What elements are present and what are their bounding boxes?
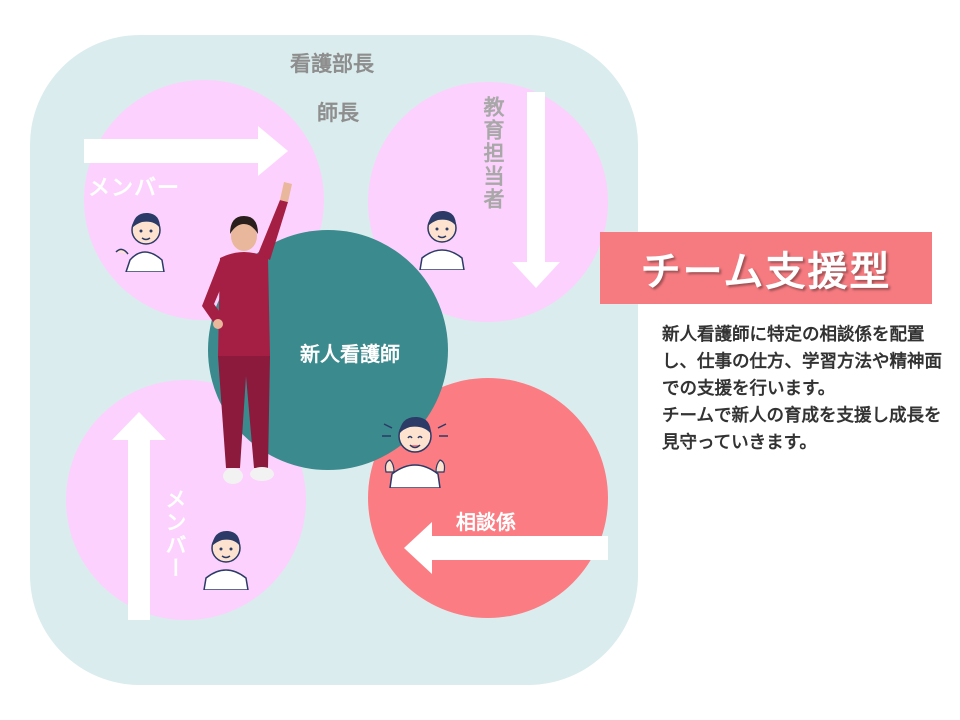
consultant-label: 相談係 bbox=[456, 510, 516, 534]
nurse-avatar-icon bbox=[115, 212, 165, 272]
nurse-avatar-icon bbox=[382, 416, 448, 488]
head-nurse-label: 看護部長 bbox=[290, 52, 374, 76]
member-label-top-left: メンバー bbox=[88, 176, 181, 201]
title-banner: チーム支援型 bbox=[600, 232, 932, 304]
description-paragraph-1: 新人看護師に特定の相談係を配置し、仕事の仕方、学習方法や精神面での支援を行います… bbox=[662, 325, 942, 399]
nurse-avatar-icon bbox=[419, 210, 465, 270]
title: チーム支援型 bbox=[640, 249, 892, 295]
description-paragraph-2: チームで新人の育成を支援し成長を見守っていきます。 bbox=[662, 406, 942, 453]
member-label-bottom-left: メンバー bbox=[163, 488, 187, 580]
nurse-avatar-icon bbox=[203, 530, 249, 590]
description: 新人看護師に特定の相談係を配置し、仕事の仕方、学習方法や精神面での支援を行います… bbox=[662, 322, 948, 457]
standing-nurse-figure bbox=[202, 182, 292, 484]
chief-nurse-label: 師長 bbox=[317, 101, 359, 125]
educator-label: 教育担当者 bbox=[481, 96, 505, 211]
new-nurse-label: 新人看護師 bbox=[300, 342, 400, 366]
